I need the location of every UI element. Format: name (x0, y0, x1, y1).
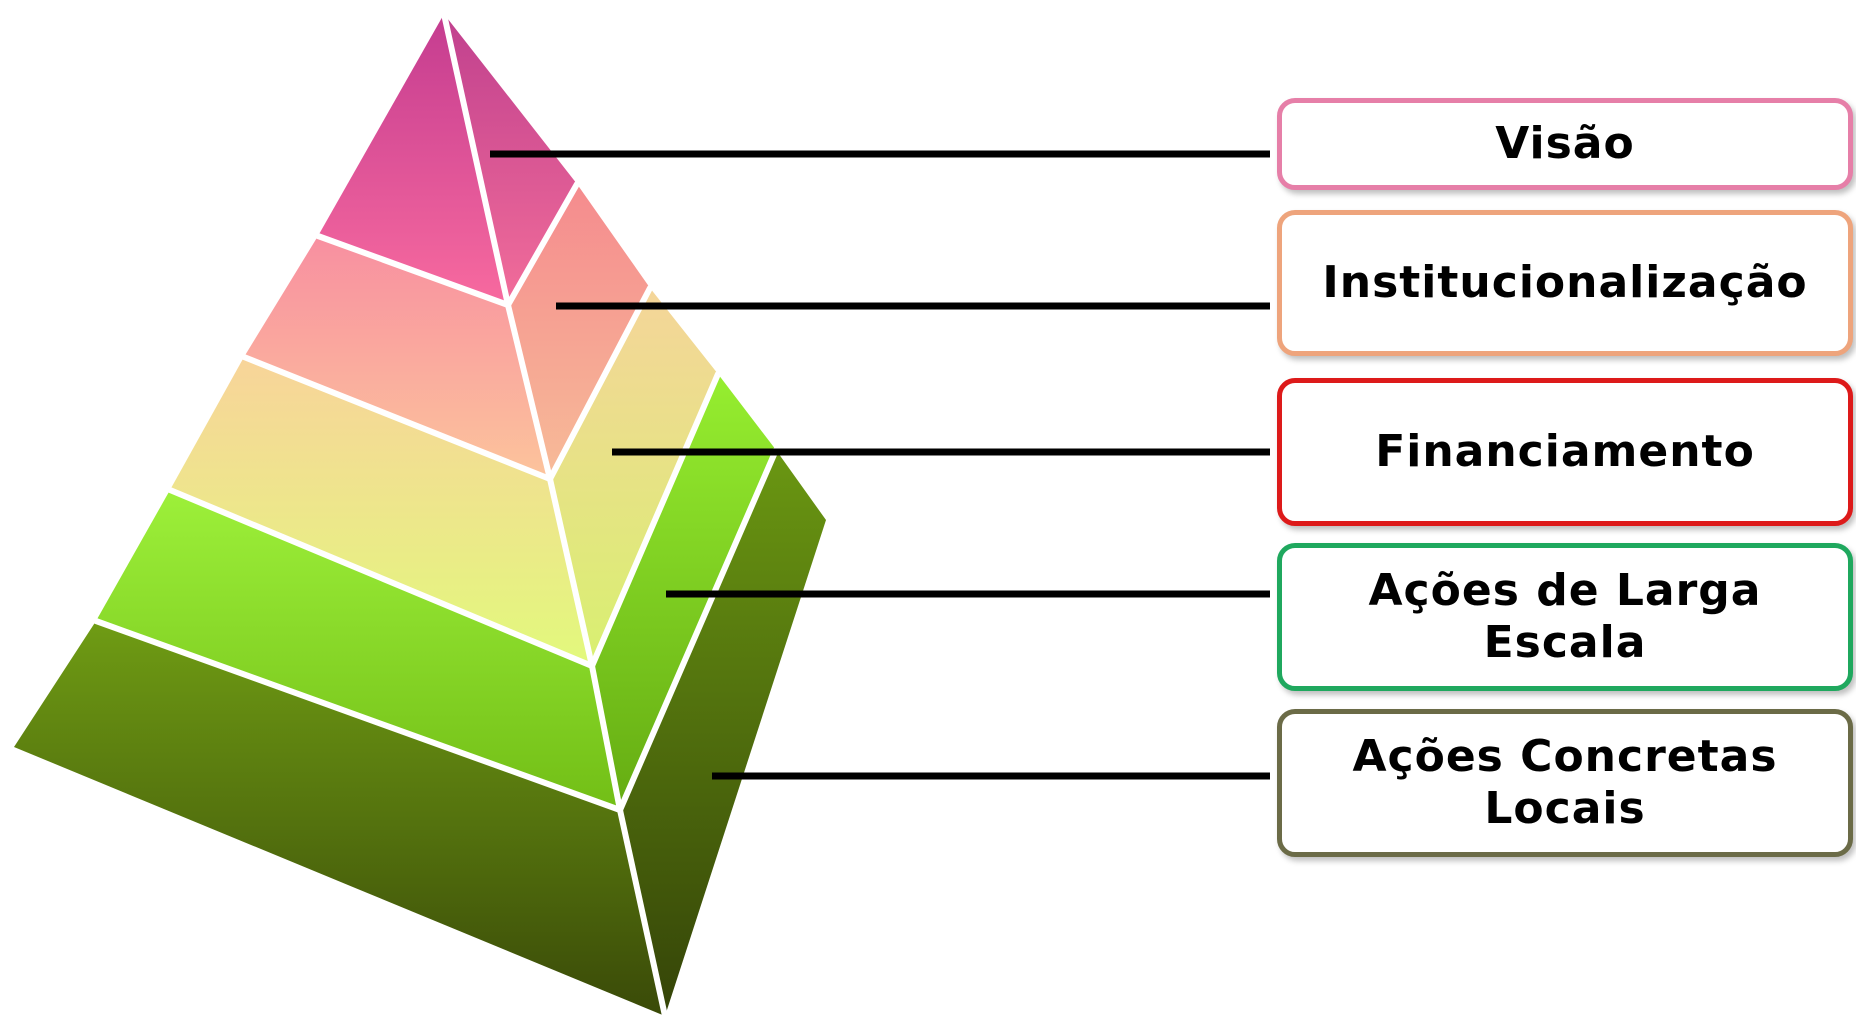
pyramid-level-4-front (96, 490, 620, 810)
pyramid-level-1-side (444, 14, 577, 305)
level-label-acoes-concretas-locais: Ações Concretas Locais (1352, 731, 1778, 834)
level-box-financiamento: Financiamento (1277, 378, 1853, 526)
level-box-acoes-concretas-locais: Ações Concretas Locais (1277, 709, 1853, 857)
pyramid-level-3-front (170, 357, 592, 666)
level-label-institucionalizacao: Institucionalização (1322, 257, 1808, 308)
pyramid-level-1-front (318, 14, 508, 305)
level-label-visao: Visão (1495, 118, 1635, 169)
pyramid-level-5-front (14, 621, 665, 1016)
level-box-visao: Visão (1277, 98, 1853, 190)
pyramid-level-2-side (508, 184, 650, 479)
pyramid-separators (93, 11, 779, 1019)
level-label-acoes-larga-escala: Ações de Larga Escala (1368, 565, 1762, 668)
level-label-financiamento: Financiamento (1375, 426, 1755, 477)
pyramid-level-2-front (244, 236, 550, 479)
level-box-acoes-larga-escala: Ações de Larga Escala (1277, 543, 1853, 691)
connector-lines (490, 150, 1270, 780)
level-box-institucionalizacao: Institucionalização (1277, 210, 1853, 356)
pyramid-level-3-side (550, 288, 718, 666)
